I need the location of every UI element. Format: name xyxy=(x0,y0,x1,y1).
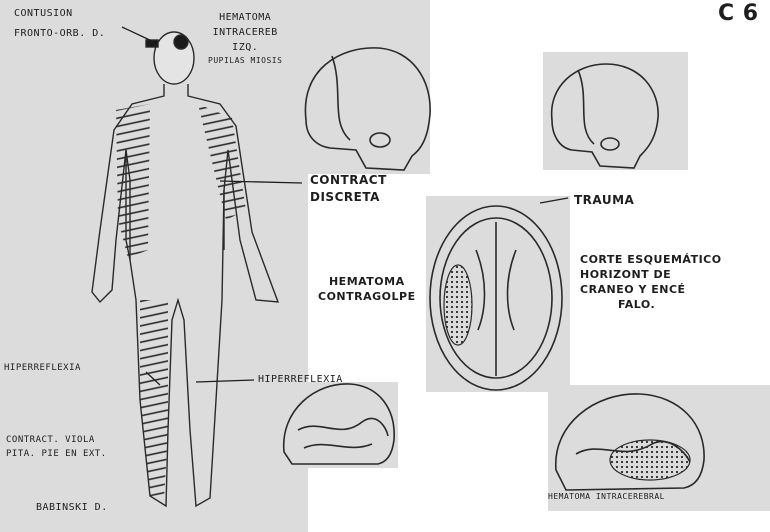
corte-line-1: CORTE ESQUEMÁTICO xyxy=(580,254,722,266)
hematoma-intracereb-label: HEMATOMA INTRACEREB IZQ. PUPILAS MIOSIS xyxy=(208,12,282,66)
hatched-arm-left xyxy=(116,104,150,258)
contract-viola-line-2: PITA. PIE EN EXT. xyxy=(6,450,107,460)
corte-line-2: HORIZONT DE xyxy=(580,269,722,281)
skull-drawing xyxy=(305,48,430,170)
hatched-leg xyxy=(140,300,168,500)
hematoma-contragolpe-line-1: HEMATOMA xyxy=(318,276,416,288)
brain-drawing-middle xyxy=(284,384,394,464)
hematoma-intracerebral-label: HEMATOMA INTRACEREBRAL xyxy=(548,493,665,502)
hiperreflexia-pointer xyxy=(196,380,254,382)
contract-viola-label: CONTRACT. VIOLA PITA. PIE EN EXT. xyxy=(6,436,107,460)
hematoma-top-line-3: IZQ. xyxy=(208,42,282,53)
human-figure xyxy=(92,32,278,506)
hematoma-marker xyxy=(174,35,188,49)
hematoma-contragolpe-label: HEMATOMA CONTRAGOLPE xyxy=(318,276,416,303)
hematoma-top-line-2: INTRACEREB xyxy=(208,27,282,38)
hiperreflexia-left-label: HIPERREFLEXIA xyxy=(4,364,81,374)
hiperreflexia-right-label: HIPERREFLEXIA xyxy=(258,374,343,385)
corte-label: CORTE ESQUEMÁTICO HORIZONT DE CRANEO Y E… xyxy=(580,254,722,311)
hematoma-top-line-4: PUPILAS MIOSIS xyxy=(208,57,282,66)
hatched-arm-right xyxy=(198,104,246,220)
contract-discreta-label: CONTRACT DISCRETA xyxy=(310,174,387,204)
hematoma-contragolpe-line-2: CONTRAGOLPE xyxy=(318,291,416,303)
contusion-line-2: FRONTO-ORB. D. xyxy=(14,28,105,39)
contract-line-2: DISCRETA xyxy=(310,191,387,204)
contusion-line-1: CONTUSION xyxy=(14,8,105,19)
contusion-label: CONTUSION FRONTO-ORB. D. xyxy=(14,8,105,39)
hematoma-top-line-1: HEMATOMA xyxy=(208,12,282,23)
trauma-label: TRAUMA xyxy=(574,194,634,207)
corte-line-3: CRANEO Y ENCÉ xyxy=(580,284,722,296)
corte-line-4: FALO. xyxy=(580,299,722,311)
intracerebral-hematoma xyxy=(610,440,690,480)
contragolpe-hematoma xyxy=(444,265,472,345)
contract-viola-line-1: CONTRACT. VIOLA xyxy=(6,436,107,446)
skull-drawing-right xyxy=(552,64,659,168)
babinski-label: BABINSKI D. xyxy=(36,502,108,513)
contract-line-1: CONTRACT xyxy=(310,174,387,187)
page-code: C 6 xyxy=(718,2,759,26)
